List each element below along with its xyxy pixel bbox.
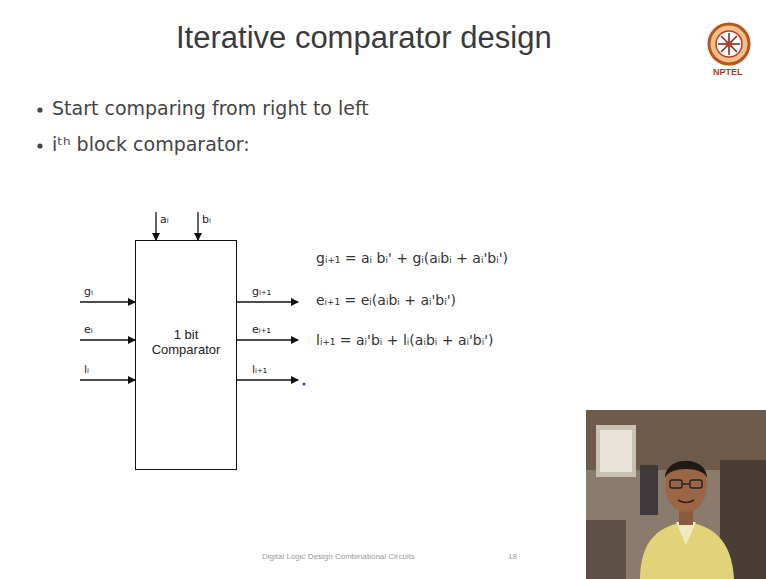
- signal-name: eᵢ₊₁: [252, 324, 271, 337]
- signal-name: eᵢ: [84, 324, 93, 337]
- equation: eᵢ₊₁ = eᵢ(aᵢbᵢ + aᵢ'bᵢ'): [316, 292, 456, 308]
- signal-name: gᵢ: [84, 286, 93, 299]
- signal-name: lᵢ₊₁: [252, 364, 267, 377]
- equation: gᵢ₊₁ = aᵢ bᵢ' + gᵢ(aᵢbᵢ + aᵢ'bᵢ'): [316, 250, 508, 266]
- bullet-dot: [37, 143, 42, 148]
- block-label: 1 bit Comparator: [142, 327, 230, 357]
- slide-title: Iterative comparator design: [176, 20, 552, 56]
- footer-text: Digital Logic Design Combinational Circu…: [262, 552, 415, 561]
- equation: lᵢ₊₁ = aᵢ'bᵢ + lᵢ(aᵢbᵢ + aᵢ'bᵢ'): [316, 332, 494, 348]
- signal-name: gᵢ₊₁: [252, 286, 271, 299]
- signal-name: bᵢ: [202, 214, 211, 227]
- bullet-text: Start comparing from right to left: [52, 98, 369, 120]
- page-number: 18: [508, 552, 517, 561]
- signal-name: lᵢ: [84, 364, 89, 377]
- comparator-block: 1 bit Comparator: [135, 240, 237, 470]
- lecturer-video: [586, 410, 766, 579]
- signal-name: aᵢ: [160, 214, 169, 227]
- nptel-logo: [709, 24, 749, 64]
- bullet-text: iᵗʰ block comparator:: [52, 134, 250, 156]
- pointer-dot: [302, 382, 305, 385]
- bullet-dot: [37, 107, 42, 112]
- logo-text: NPTEL: [713, 67, 743, 77]
